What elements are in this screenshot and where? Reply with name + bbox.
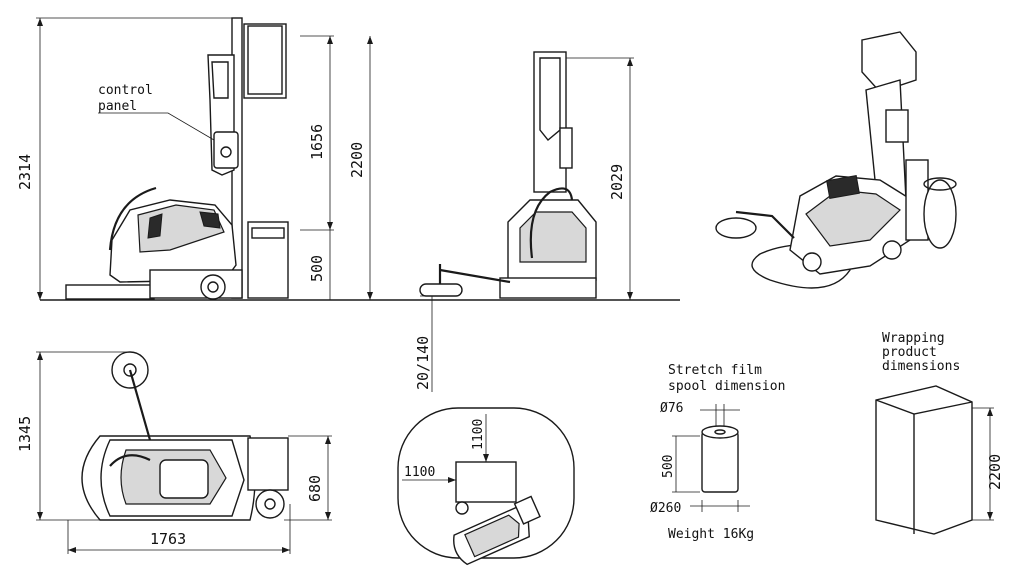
arrow — [448, 477, 456, 483]
dim-text-spool-76: Ø76 — [660, 401, 683, 416]
arrow — [68, 547, 76, 553]
robot-window — [147, 213, 163, 239]
top-wheel-hub — [264, 498, 276, 510]
dim-text-500: 500 — [308, 255, 326, 282]
rear-panel — [559, 127, 573, 169]
label-wrapping-1: Wrapping — [882, 331, 945, 346]
arrow — [37, 512, 43, 520]
roller-arm — [439, 268, 511, 284]
arrow — [37, 292, 43, 300]
iso-wheel — [802, 252, 822, 272]
dim-text-spool-260: Ø260 — [650, 501, 681, 516]
label-wrapping-2: product — [882, 345, 937, 360]
spool-top — [701, 425, 739, 439]
rear-mast — [533, 51, 567, 193]
top-wheel — [255, 489, 285, 519]
min-product — [455, 461, 517, 503]
arrow — [367, 292, 373, 300]
dim-text-1763: 1763 — [150, 530, 186, 548]
arrow — [325, 436, 331, 444]
label-control-panel-2: panel — [98, 99, 137, 114]
robot-window-2 — [199, 211, 221, 229]
rear-body-shell — [519, 211, 587, 263]
label-weight: Weight 16Kg — [668, 527, 754, 542]
label-wrapping-3: dimensions — [882, 359, 960, 374]
label-stretch-film-1: Stretch film — [668, 363, 762, 378]
small-robot-cover — [464, 514, 520, 558]
side-view — [36, 17, 680, 301]
small-robot — [453, 495, 541, 566]
chassis — [149, 269, 243, 299]
wrapping-path — [397, 407, 575, 559]
dim-text-1656: 1656 — [308, 124, 326, 160]
pressure-roller — [419, 283, 463, 297]
control-panel-knob — [220, 146, 232, 158]
iso-wheel-2 — [882, 240, 902, 260]
top-inner-panel — [159, 459, 209, 499]
iso-film-roll — [923, 179, 957, 249]
dim-text-spool-500: 500 — [661, 455, 676, 478]
arrow — [325, 512, 331, 520]
iso-film-roll-top — [923, 177, 957, 191]
arrow — [367, 36, 373, 44]
rear-mast-detail — [539, 57, 561, 141]
product-box-view — [875, 385, 994, 535]
small-roller — [455, 501, 469, 515]
top-roller-hub — [123, 363, 137, 377]
spool — [701, 431, 739, 493]
dim-text-2029: 2029 — [608, 164, 626, 200]
carriage-detail — [211, 61, 229, 99]
arrow — [37, 18, 43, 26]
iso-roller-arm — [735, 210, 795, 239]
dim-text-20-140: 20/140 — [414, 336, 432, 390]
dim-text-1100-h: 1100 — [404, 465, 435, 480]
top-view — [36, 351, 332, 554]
rear-view — [419, 51, 634, 392]
control-panel — [213, 131, 239, 169]
battery-box-top — [251, 227, 285, 239]
rear-handle — [529, 187, 574, 259]
spool-view — [672, 404, 750, 512]
label-control-panel-1: control — [98, 83, 153, 98]
arrow — [627, 292, 633, 300]
arrow — [627, 58, 633, 66]
arrow — [483, 454, 489, 462]
dim-text-1345: 1345 — [16, 416, 34, 452]
wrapping-path-view — [397, 407, 575, 566]
dim-text-2200: 2200 — [348, 142, 366, 178]
base-plate — [65, 284, 155, 300]
arrow — [987, 512, 993, 520]
dim-text-2314: 2314 — [16, 154, 34, 190]
mast-top-head-inner — [247, 25, 283, 95]
arrow — [282, 547, 290, 553]
arrow — [987, 408, 993, 416]
top-battery-box — [247, 437, 289, 491]
dim-text-product-2200: 2200 — [986, 454, 1004, 490]
iso-roller — [715, 217, 757, 239]
dim-text-1100-v: 1100 — [471, 419, 486, 450]
control-panel-leader — [98, 112, 215, 141]
rear-base — [499, 277, 597, 299]
label-stretch-film-2: spool dimension — [668, 379, 785, 394]
arrow — [37, 352, 43, 360]
small-robot-box — [513, 495, 541, 525]
battery-box — [247, 221, 289, 299]
top-handle — [109, 454, 151, 467]
arrow — [327, 222, 333, 230]
dim-text-680: 680 — [306, 475, 324, 502]
isometric-view — [715, 31, 957, 289]
spool-core — [714, 429, 726, 435]
top-roller-arm — [128, 369, 152, 441]
wheel — [200, 274, 226, 300]
iso-window — [826, 174, 860, 200]
iso-control-panel — [885, 109, 909, 143]
wheel-hub — [207, 281, 219, 293]
arrow — [327, 36, 333, 44]
product-box — [875, 385, 973, 535]
handle — [108, 186, 157, 251]
iso-mast-head — [861, 31, 917, 93]
